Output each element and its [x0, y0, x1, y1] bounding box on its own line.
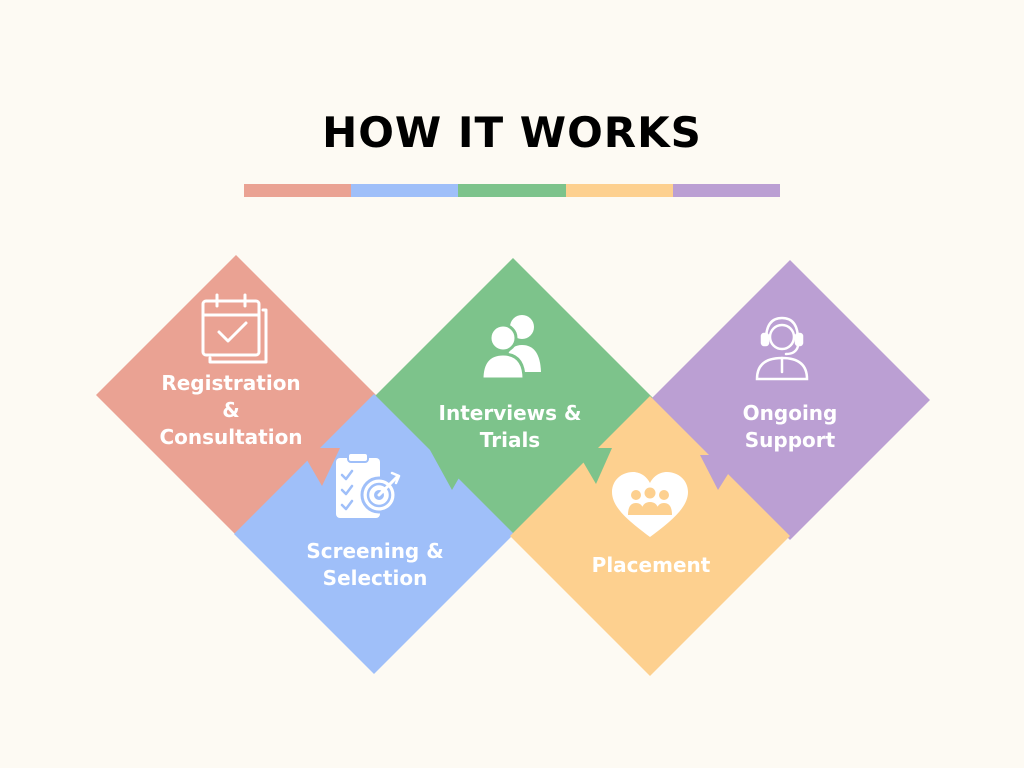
registration-pointer [300, 448, 340, 486]
step-label-line: Consultation [159, 425, 303, 449]
step-label-line: Ongoing [742, 401, 838, 425]
interviews-pointer-right [575, 448, 612, 484]
color-bar-segment-5 [672, 184, 781, 197]
page-title: HOW IT WORKS [322, 108, 702, 157]
step-label-screening: Screening & Selection [265, 538, 485, 592]
color-bar-segment-1 [244, 184, 352, 197]
step-label-line: & [222, 398, 240, 422]
step-label-registration: Registration & Consultation [121, 370, 341, 451]
headset-agent-icon [755, 316, 809, 381]
step-label-line: Selection [322, 566, 428, 590]
step-label-line: Support [744, 428, 836, 452]
interviews-pointer [430, 450, 475, 490]
step-label-line: Interviews & [438, 401, 582, 425]
step-label-line: Screening & [306, 539, 444, 563]
step-label-line: Placement [591, 553, 711, 577]
step-label-placement: Placement [541, 552, 761, 579]
step-label-support: Ongoing Support [680, 400, 900, 454]
heart-group-icon [612, 472, 688, 537]
color-bar-segment-3 [458, 184, 566, 197]
color-bar [244, 184, 781, 197]
color-bar-segment-4 [565, 184, 673, 197]
clipboard-target-icon [336, 452, 401, 518]
step-label-line: Registration [161, 371, 301, 395]
color-bar-segment-2 [351, 184, 459, 197]
calendar-check-icon [201, 293, 268, 364]
support-pointer [700, 455, 740, 490]
people-icon [480, 315, 541, 381]
step-label-interviews: Interviews & Trials [400, 400, 620, 454]
step-label-line: Trials [479, 428, 541, 452]
